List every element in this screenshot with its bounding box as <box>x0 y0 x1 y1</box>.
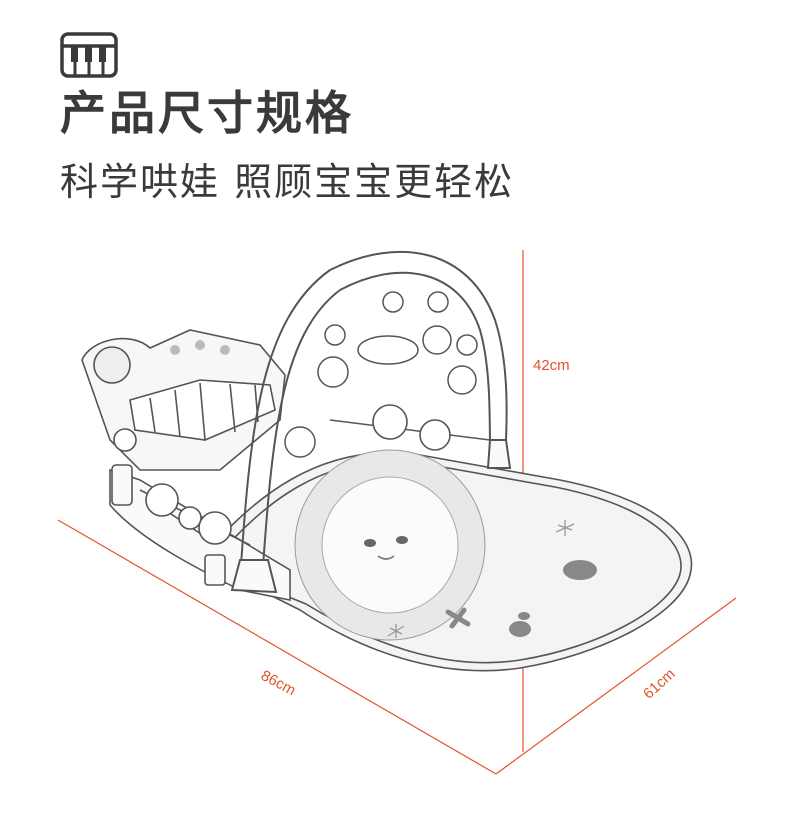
page-title: 产品尺寸规格 <box>60 86 354 140</box>
piano-unit <box>81 329 286 471</box>
length-dimension-line <box>57 519 497 775</box>
play-mat <box>198 449 693 672</box>
piano-keys-icon <box>60 32 118 78</box>
height-dimension-label: 42cm <box>533 357 570 374</box>
activity-arch <box>230 250 512 594</box>
front-rattle-bar <box>139 483 251 546</box>
page-subtitle: 科学哄娃 照顾宝宝更轻松 <box>60 160 515 204</box>
back-rattle-bar <box>329 404 491 451</box>
hanging-toys <box>284 291 478 458</box>
width-dimension-line <box>495 597 737 775</box>
